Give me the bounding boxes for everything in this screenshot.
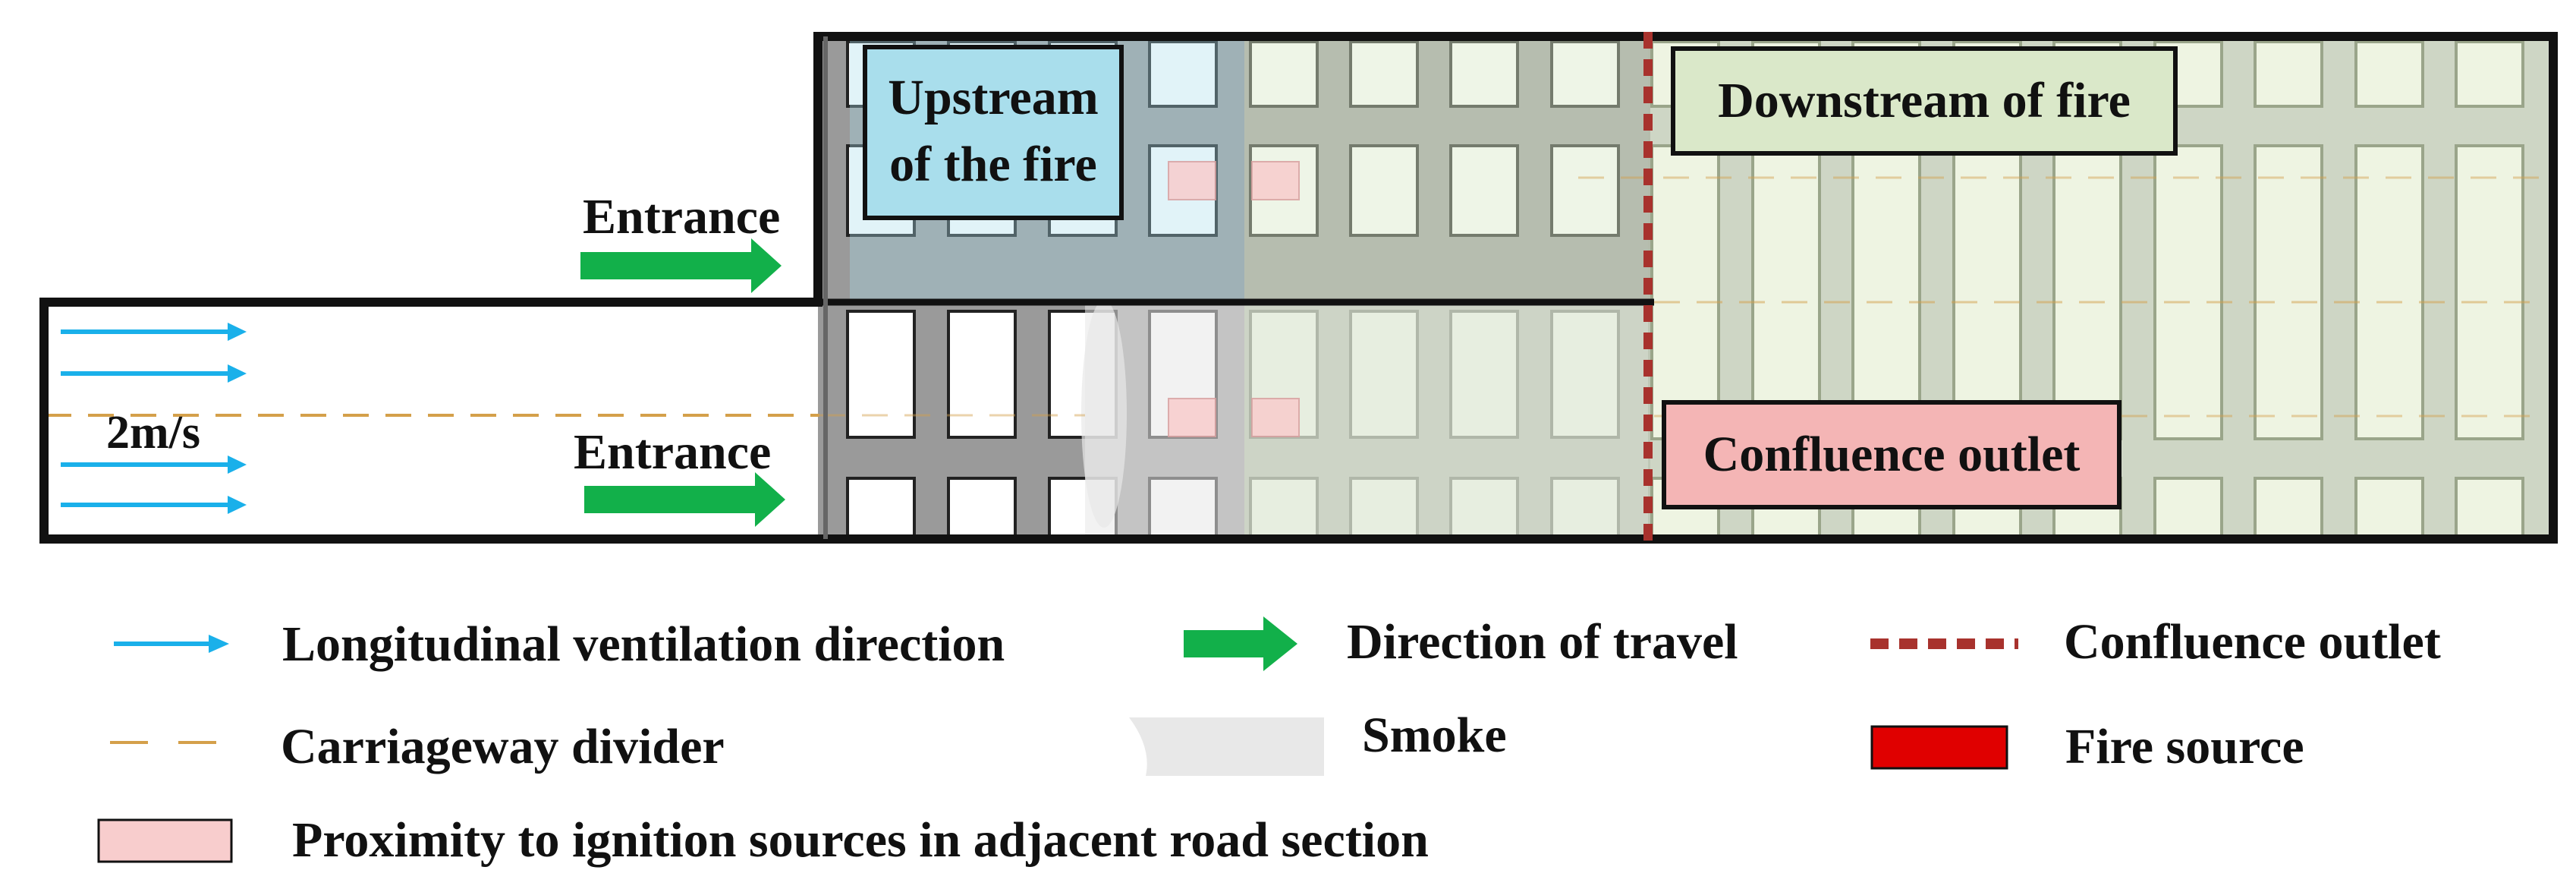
proximity-box <box>1251 398 1300 437</box>
upstream-label-line1: Upstream <box>888 70 1098 125</box>
legend-proximity-icon <box>97 818 233 863</box>
legend-ventilation-icon <box>114 635 229 653</box>
legend-smoke-icon <box>1129 717 1324 776</box>
smoke-edge <box>1081 300 1127 528</box>
downstream-cell <box>2354 144 2424 440</box>
travel-arrow-bottom <box>584 472 785 527</box>
downstream-cell <box>1851 144 1921 440</box>
tunnel-cell <box>1249 40 1319 108</box>
tunnel-cell <box>1148 40 1218 108</box>
speed-label: 2m/s <box>106 407 200 459</box>
confluence-label-box: Confluence outlet <box>1662 400 2122 509</box>
downstream-cell <box>2455 40 2524 108</box>
tunnel-cell <box>1449 144 1519 237</box>
downstream-cell <box>2254 144 2323 440</box>
legend-outlet-label: Confluence outlet <box>2064 614 2441 670</box>
downstream-cell <box>2254 40 2323 108</box>
legend: Longitudinal ventilation direction Direc… <box>97 614 2441 868</box>
entrance-label-bottom: Entrance <box>574 424 771 480</box>
tunnel-cell <box>1349 144 1419 237</box>
tunnel-cell <box>846 477 916 537</box>
tunnel-cell <box>947 310 1017 439</box>
tunnel-cell <box>1550 40 1620 108</box>
legend-ventilation-label: Longitudinal ventilation direction <box>282 616 1005 672</box>
downstream-cell <box>2254 477 2323 537</box>
downstream-label-box: Downstream of fire <box>1671 46 2178 156</box>
downstream-label: Downstream of fire <box>1718 73 2131 128</box>
downstream-cell <box>2153 144 2223 440</box>
downstream-cell <box>2153 477 2223 537</box>
entrance-label-top: Entrance <box>583 189 780 244</box>
proximity-box <box>1251 161 1300 200</box>
downstream-cell <box>1952 144 2022 440</box>
downstream-cell <box>2455 477 2524 537</box>
upstream-label-line2: of the fire <box>889 137 1097 192</box>
travel-arrow-top <box>580 238 782 293</box>
legend-travel-label: Direction of travel <box>1347 614 1738 670</box>
tunnel-cell <box>1550 144 1620 237</box>
tunnel-walls <box>39 32 2558 544</box>
legend-fire-label: Fire source <box>2065 719 2304 774</box>
tunnel-cell <box>1349 40 1419 108</box>
downstream-cell <box>2354 40 2424 108</box>
downstream-cell <box>2354 477 2424 537</box>
downstream-cell <box>2455 144 2524 440</box>
tunnel-cell <box>846 310 916 439</box>
legend-divider-label: Carriageway divider <box>281 719 725 774</box>
ventilation-arrows <box>61 323 247 514</box>
downstream-cell <box>1751 144 1821 440</box>
tunnel-cell <box>1449 40 1519 108</box>
downstream-cell <box>2052 144 2122 440</box>
legend-proximity-label: Proximity to ignition sources in adjacen… <box>292 812 1429 868</box>
proximity-box <box>1168 161 1216 200</box>
legend-smoke-label: Smoke <box>1362 708 1507 763</box>
legend-fire-icon <box>1870 725 2008 770</box>
proximity-box <box>1168 398 1216 437</box>
tunnel-cell <box>947 477 1017 537</box>
legend-travel-icon <box>1184 616 1297 671</box>
downstream-cell <box>1650 144 1720 440</box>
upstream-label-box: Upstream of the fire <box>863 45 1124 220</box>
confluence-label: Confluence outlet <box>1703 427 2081 482</box>
